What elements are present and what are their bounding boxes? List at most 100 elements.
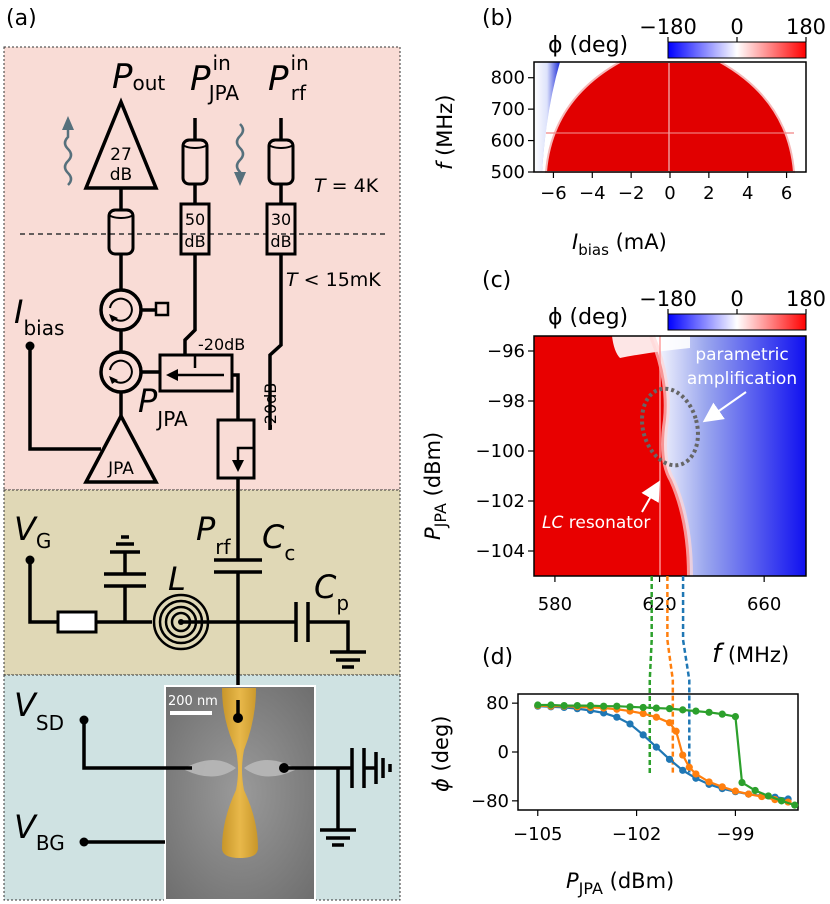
- data-point: [665, 705, 674, 713]
- series-line-1: [537, 704, 789, 804]
- annotation-arrow-parametric: [702, 391, 747, 423]
- data-point: [626, 703, 634, 711]
- data-point: [665, 719, 674, 727]
- att-50-unit: dB: [184, 232, 205, 251]
- coupler-2-label: -20dB: [261, 383, 280, 430]
- x-tick-label-d: −99: [716, 824, 754, 845]
- termination-load: [154, 301, 170, 317]
- x-tick-label-c: 620: [642, 594, 676, 615]
- colorbar-b-label: ϕ (deg): [548, 33, 628, 58]
- x-label-b: Ibias (mA): [572, 230, 667, 259]
- x-label-d: PJPA (dBm): [566, 869, 674, 898]
- coax-rf-in: [267, 118, 295, 204]
- data-point: [639, 709, 647, 718]
- y-tick-label-c: −96: [487, 341, 525, 362]
- y-label-b: f (MHz): [433, 95, 457, 170]
- i-bias-label: Ibias: [14, 293, 64, 340]
- y-tick-label-d: 80: [486, 693, 509, 714]
- att-50-value: 50: [185, 210, 205, 229]
- x-label-c: f (MHz): [712, 639, 789, 669]
- jpa-amplifier: [83, 412, 159, 484]
- data-point: [573, 702, 581, 710]
- colorbar-c: [667, 313, 807, 331]
- x-tick-label-b: 6: [781, 183, 792, 204]
- data-point: [718, 783, 726, 791]
- panel-label-d: (d): [482, 645, 513, 670]
- data-point: [639, 731, 647, 739]
- dashed-link: [666, 576, 675, 775]
- panel-label-a: (a): [6, 6, 37, 31]
- p-jpa-label: PJPA: [138, 382, 188, 431]
- y-tick-label-c: −104: [476, 541, 525, 562]
- coupler-1-label: -20dB: [198, 335, 245, 354]
- data-point: [731, 787, 740, 795]
- x-tick-label-b: −2: [618, 183, 645, 204]
- data-point: [600, 702, 608, 710]
- y-tick-label-c: −100: [476, 441, 525, 462]
- c-p-label: Cp: [314, 568, 349, 615]
- p-out-label: Pout: [112, 57, 165, 97]
- x-tick-label-d: −105: [513, 824, 562, 845]
- colorbar-b-ticks: −180 0 180: [639, 15, 826, 42]
- dashed-links: [648, 576, 691, 775]
- pcb-region: [3, 489, 401, 676]
- data-point: [665, 755, 674, 763]
- data-point: [744, 790, 753, 798]
- colorbar-tick-label: 180: [786, 287, 826, 311]
- data-point: [679, 706, 687, 714]
- series-d: [534, 701, 799, 809]
- annotation-amplification: amplification: [687, 369, 797, 389]
- x-tick-label-b: 2: [703, 183, 714, 204]
- sd-gate-left: [185, 760, 236, 777]
- data-point: [731, 712, 740, 721]
- c-c-label: Cc: [262, 518, 295, 565]
- plot-frame-c: [533, 335, 807, 577]
- amp-gain-unit: dB: [110, 165, 132, 185]
- y-tick-label-c: −98: [487, 391, 525, 412]
- arrow-up-icon: [62, 116, 74, 130]
- jpa-label: JPA: [107, 459, 134, 479]
- colorbar-tick-label: −180: [639, 287, 697, 311]
- x-tick-label-c: 660: [747, 594, 781, 615]
- y-tick-label-b: 600: [491, 131, 525, 152]
- data-point: [639, 703, 647, 712]
- colorbar-tick-label: 0: [730, 287, 743, 311]
- data-point: [547, 701, 555, 709]
- data-point: [705, 708, 713, 716]
- y-tick-label-b: 700: [491, 99, 525, 120]
- data-point: [626, 720, 634, 728]
- coax-jpa-in: [181, 118, 209, 204]
- att-30-value: 30: [271, 210, 291, 229]
- data-point: [685, 763, 693, 771]
- colorbar-tick-label: 180: [786, 15, 826, 39]
- scale-bar-label: 200 nm: [168, 694, 218, 709]
- y-tick-label-d: 0: [498, 742, 509, 763]
- scale-bar: [170, 711, 212, 715]
- x-tick-label-c: 580: [538, 594, 572, 615]
- v-g-label: VG: [14, 510, 51, 553]
- x-tick-label-b: 0: [664, 183, 675, 204]
- x-tick-label-b: 4: [742, 183, 753, 204]
- data-point: [679, 766, 687, 774]
- outgoing-signal-icon: [63, 123, 73, 186]
- y-tick-label-b: 800: [491, 68, 525, 89]
- heatmap-b: [534, 61, 806, 173]
- amplification-region-marker: [640, 386, 700, 468]
- annotation-lc-resonator: LC resonator: [542, 513, 650, 533]
- panel-label-c: (c): [482, 268, 511, 293]
- annotation-arrow-lc: [641, 480, 660, 513]
- data-point: [613, 713, 621, 721]
- data-point: [777, 797, 786, 805]
- arrow-down-icon: [234, 172, 246, 186]
- colorbar-b: [667, 41, 807, 59]
- x-tick-label-d: −102: [612, 824, 661, 845]
- data-point: [692, 770, 700, 778]
- dashed-link: [681, 576, 691, 775]
- colorbar-tick-label: −180: [639, 15, 697, 39]
- data-point: [652, 743, 660, 751]
- data-point: [613, 702, 621, 710]
- colorbar-tick-label: 0: [730, 15, 743, 39]
